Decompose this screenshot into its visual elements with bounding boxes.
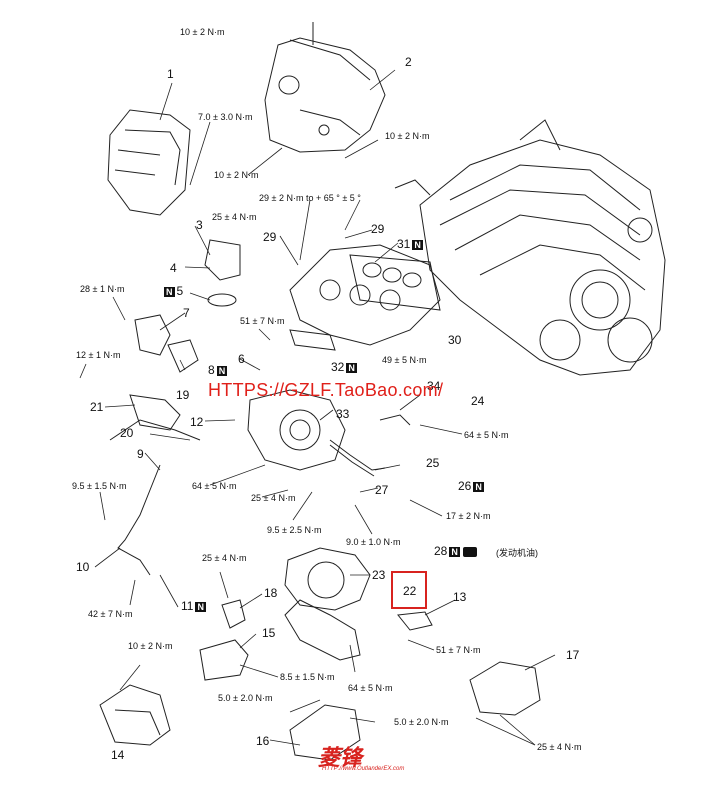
elbow-illustration xyxy=(134,314,171,356)
torque-label: 64 ± 5 N·m xyxy=(348,683,393,693)
part-number: 21 xyxy=(90,400,104,414)
part-number: 18 xyxy=(264,586,278,600)
part-number: 13 xyxy=(453,590,467,604)
torque-label: 29 ± 2 N·m to + 65 ° ± 5 ° xyxy=(259,193,361,203)
part-number: 1 xyxy=(167,67,174,81)
new-part-marker: N xyxy=(164,286,175,297)
highlighted-part-number: 22 xyxy=(403,584,417,598)
torque-label: 10 ± 2 N·m xyxy=(180,27,225,37)
part-number: 3 xyxy=(196,218,203,232)
leader-lines xyxy=(79,69,556,746)
logo-url: HTTP://www.OutlanderEX.com xyxy=(322,766,405,772)
torque-label: 64 ± 5 N·m xyxy=(192,481,237,491)
shop-logo: 菱锋 HTTP://www.OutlanderEX.com xyxy=(318,740,426,780)
torque-label: 10 ± 2 N·m xyxy=(128,641,173,651)
watermark-text: HTTPS://GZLF.TaoBao.com/ xyxy=(208,380,444,400)
part-number: 16 xyxy=(256,734,270,748)
part-number: 33 xyxy=(336,407,350,421)
torque-label: 51 ± 7 N·m xyxy=(436,645,481,655)
torque-label: 9.0 ± 1.0 N·m xyxy=(346,537,401,547)
bracket-15-illustration xyxy=(199,639,249,681)
part-number: 20 xyxy=(120,426,134,440)
heat-protector-left-illustration xyxy=(107,109,191,216)
part-number: 12 xyxy=(190,415,204,429)
air-outlet-joint-illustration xyxy=(204,239,241,281)
part-number: 17 xyxy=(566,648,580,662)
torque-label: 12 ± 1 N·m xyxy=(76,350,121,360)
pipe-illustrations xyxy=(109,394,411,576)
oil-can-icon xyxy=(462,546,477,557)
new-part-marker: N xyxy=(412,239,423,250)
engine-block-illustration xyxy=(394,119,666,376)
part-number: 34 xyxy=(427,379,441,393)
part-number: 2 xyxy=(405,55,412,69)
heat-protector-illustration xyxy=(264,22,386,153)
torque-label: 5.0 ± 2.0 N·m xyxy=(394,717,449,727)
part-number: 19 xyxy=(176,388,190,402)
logo-name: 菱锋 xyxy=(318,746,363,771)
highlight-box xyxy=(391,571,427,609)
part-number: 9 xyxy=(137,447,144,461)
part-number: 24 xyxy=(471,394,485,408)
torque-label: 7.0 ± 3.0 N·m xyxy=(198,112,253,122)
cover-17-illustration xyxy=(469,661,541,716)
torque-label: 10 ± 2 N·m xyxy=(385,131,430,141)
part-number: 6 xyxy=(238,352,245,366)
torque-label: 9.5 ± 2.5 N·m xyxy=(267,525,322,535)
part-number: 30 xyxy=(448,333,462,347)
torque-label: 25 ± 4 N·m xyxy=(202,553,247,563)
torque-label: 49 ± 5 N·m xyxy=(382,355,427,365)
new-part-marker: N xyxy=(346,362,357,373)
torque-label: 17 ± 2 N·m xyxy=(446,511,491,521)
torque-label: 10 ± 2 N·m xyxy=(214,170,259,180)
torque-label: 28 ± 1 N·m xyxy=(80,284,125,294)
new-part-marker: N xyxy=(449,546,460,557)
part-number: 29 xyxy=(263,230,277,244)
part-number: 29 xyxy=(371,222,385,236)
part-number: 4 xyxy=(170,261,177,275)
new-part-marker: N xyxy=(216,365,228,376)
part-number: 7 xyxy=(183,306,190,320)
torque-label: 8.5 ± 1.5 N·m xyxy=(280,672,335,682)
new-part-marker: N xyxy=(195,601,206,612)
part-number: 14 xyxy=(111,748,125,762)
turbo-gasket-illustration xyxy=(284,547,371,661)
bracket-18-illustration xyxy=(221,599,246,629)
torque-label: 25 ± 4 N·m xyxy=(537,742,582,752)
part-number: 25 xyxy=(426,456,440,470)
torque-label: 25 ± 4 N·m xyxy=(251,493,296,503)
protector-14-illustration xyxy=(99,684,171,746)
new-part-marker: N xyxy=(473,481,484,492)
torque-label: 5.0 ± 2.0 N·m xyxy=(218,693,273,703)
oil-note-label: (发动机油) xyxy=(496,548,538,558)
part-number: 10 xyxy=(76,560,90,574)
torque-label: 25 ± 4 N·m xyxy=(212,212,257,222)
part-number: 23 xyxy=(372,568,386,582)
part-number: 27 xyxy=(375,483,389,497)
torque-label: 64 ± 5 N·m xyxy=(464,430,509,440)
turbocharger-illustration xyxy=(247,389,386,477)
torque-label: 9.5 ± 1.5 N·m xyxy=(72,481,127,491)
protector-16-illustration xyxy=(289,704,361,761)
torque-label: 51 ± 7 N·m xyxy=(240,316,285,326)
exhaust-manifold-illustration xyxy=(289,244,441,351)
part-number: 15 xyxy=(262,626,276,640)
bracket-13-illustration xyxy=(397,611,433,631)
torque-label: 42 ± 7 N·m xyxy=(88,609,133,619)
